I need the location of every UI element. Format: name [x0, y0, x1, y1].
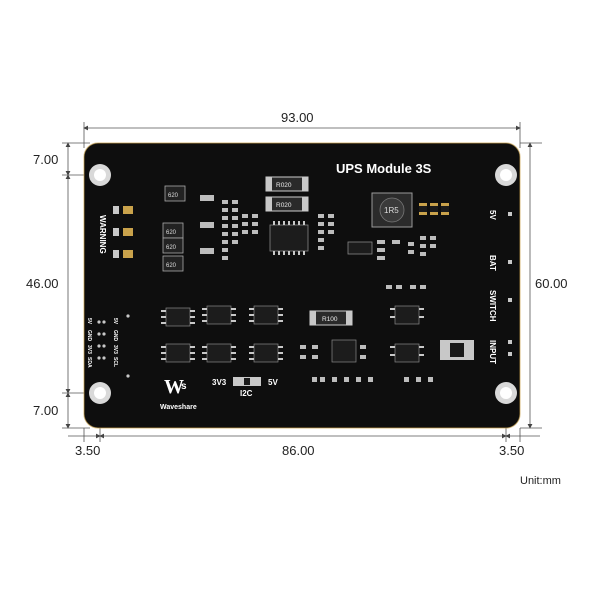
svg-text:R100: R100	[322, 316, 338, 323]
i2c-5v-label: 5V	[268, 378, 278, 387]
svg-text:620: 620	[166, 263, 177, 269]
right-pins	[508, 212, 512, 356]
svg-text:s: s	[181, 381, 187, 392]
warning-pads	[113, 206, 133, 258]
svg-text:3V3: 3V3	[86, 345, 92, 354]
dim-edge-left: 3.50	[75, 443, 101, 458]
i2c-3v3-label: 3V3	[212, 378, 227, 387]
pins-right: 5V	[112, 318, 118, 325]
svg-text:620: 620	[166, 245, 177, 251]
smd-columns	[200, 195, 334, 260]
pin-header: 5V GND 3V3 SDA 5V GND 3V3 SCL	[86, 318, 118, 368]
brand-label: Waveshare	[160, 404, 197, 411]
waveshare-logo: W s Waveshare	[160, 376, 197, 411]
pins-left: 5V	[86, 318, 92, 325]
dim-top-offset: 7.00	[33, 152, 59, 167]
label-input: INPUT	[488, 340, 497, 364]
dim-middle-span: 46.00	[26, 276, 59, 291]
svg-text:1R5: 1R5	[384, 206, 399, 215]
small-resistors: 620 620 620 620	[162, 185, 186, 272]
dim-top-width: 93.00	[281, 110, 314, 125]
main-ic	[269, 221, 309, 255]
dim-bottom-offset: 7.00	[33, 403, 59, 418]
svg-text:R020: R020	[276, 182, 292, 189]
svg-text:620: 620	[168, 193, 179, 199]
label-5v: 5V	[488, 210, 497, 220]
mounting-holes	[89, 164, 517, 404]
shunt-resistors: R020 R020 R100	[265, 176, 353, 326]
warning-label: WARNING	[98, 215, 107, 254]
label-switch: SWITCH	[488, 290, 497, 322]
unit-label: Unit:mm	[520, 475, 561, 487]
svg-text:W: W	[164, 376, 184, 398]
inductor: 1R5	[371, 192, 413, 228]
input-connector	[440, 340, 474, 360]
i2c-label: I2C	[240, 389, 253, 398]
svg-text:620: 620	[166, 230, 177, 236]
svg-text:GND: GND	[86, 330, 92, 342]
board-title: UPS Module 3S	[336, 161, 432, 176]
svg-text:3V3: 3V3	[112, 345, 118, 354]
svg-text:GND: GND	[112, 330, 118, 342]
label-bat: BAT	[488, 255, 497, 271]
svg-text:SDA: SDA	[86, 357, 92, 368]
dimension-lines	[62, 122, 542, 442]
dim-edge-right: 3.50	[499, 443, 525, 458]
svg-text:R020: R020	[276, 202, 292, 209]
svg-text:SCL: SCL	[112, 357, 118, 367]
i2c-jumper: 3V3 5V I2C	[212, 377, 278, 398]
gold-caps	[419, 203, 449, 215]
dim-hole-span: 86.00	[282, 443, 315, 458]
dim-height: 60.00	[535, 276, 568, 291]
smd-right	[300, 236, 436, 382]
